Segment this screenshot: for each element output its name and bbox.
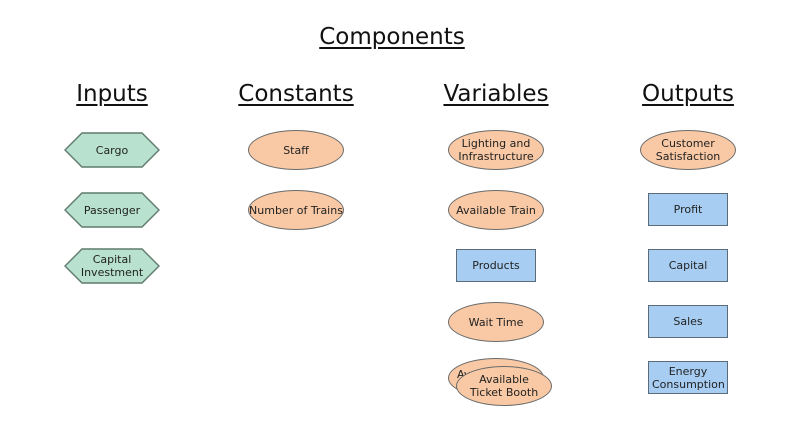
variable-label: Products [472,259,520,272]
output-label: Sales [673,315,703,328]
hexagon-shape [64,192,160,228]
output-profit-rect[interactable]: Profit [648,193,728,226]
variable-lighting-ellipse[interactable]: Lighting and Infrastructure [448,130,544,170]
output-label: Customer Satisfaction [655,137,721,163]
variable-products-rect[interactable]: Products [456,249,536,282]
outputs-heading: Outputs [642,81,734,107]
output-sales-rect[interactable]: Sales [648,305,728,338]
constant-label: Number of Trains [249,203,343,217]
constant-label: Staff [283,143,309,157]
variable-label: Available Ticket Booth [469,373,539,399]
output-energy-consumption-rect[interactable]: Energy Consumption [648,361,728,394]
input-label: Capital Investment [80,253,144,279]
input-passenger-hexagon[interactable]: Passenger [64,192,160,228]
constant-number-of-trains-ellipse[interactable]: Number of Trains [248,190,344,230]
variables-heading: Variables [443,81,549,107]
variable-label: Available Train [456,203,536,217]
input-cargo-hexagon[interactable]: Cargo [64,132,160,168]
input-label: Passenger [83,203,141,217]
inputs-heading: Inputs [76,81,148,107]
output-customer-satisfaction-ellipse[interactable]: Customer Satisfaction [640,130,736,170]
output-capital-rect[interactable]: Capital [648,249,728,282]
output-label: Capital [668,259,708,272]
hexagon-shape [64,132,160,168]
hexagon-shape [64,248,160,284]
output-label: Profit [673,203,703,216]
input-capital-investment-hexagon[interactable]: Capital Investment [64,248,160,284]
output-label: Energy Consumption [652,364,725,391]
constant-staff-ellipse[interactable]: Staff [248,130,344,170]
variable-available-ticket-booth-ellipse[interactable]: Available Ticket Booth [456,366,552,406]
variable-label: Wait Time [468,315,524,329]
variable-wait-time-ellipse[interactable]: Wait Time [448,302,544,342]
diagram-title: Components [319,24,465,50]
input-label: Cargo [95,143,129,157]
variable-available-train-ellipse[interactable]: Available Train [448,190,544,230]
variable-label: Lighting and Infrastructure [458,137,534,163]
constants-heading: Constants [238,81,354,107]
